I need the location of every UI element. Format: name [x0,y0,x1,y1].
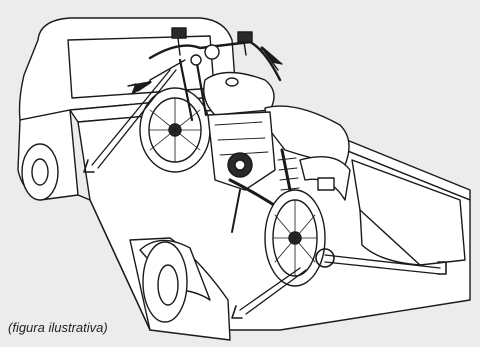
moto-fuel-tank [204,73,274,116]
front-tire [22,144,58,200]
moto-right-mirror [238,32,252,42]
moto-gauge [205,45,219,59]
moto-left-mirror [172,28,186,38]
moto-tail-light [318,178,334,190]
figure-caption: (figura ilustrativa) [8,320,108,335]
rear-tire [143,242,187,322]
